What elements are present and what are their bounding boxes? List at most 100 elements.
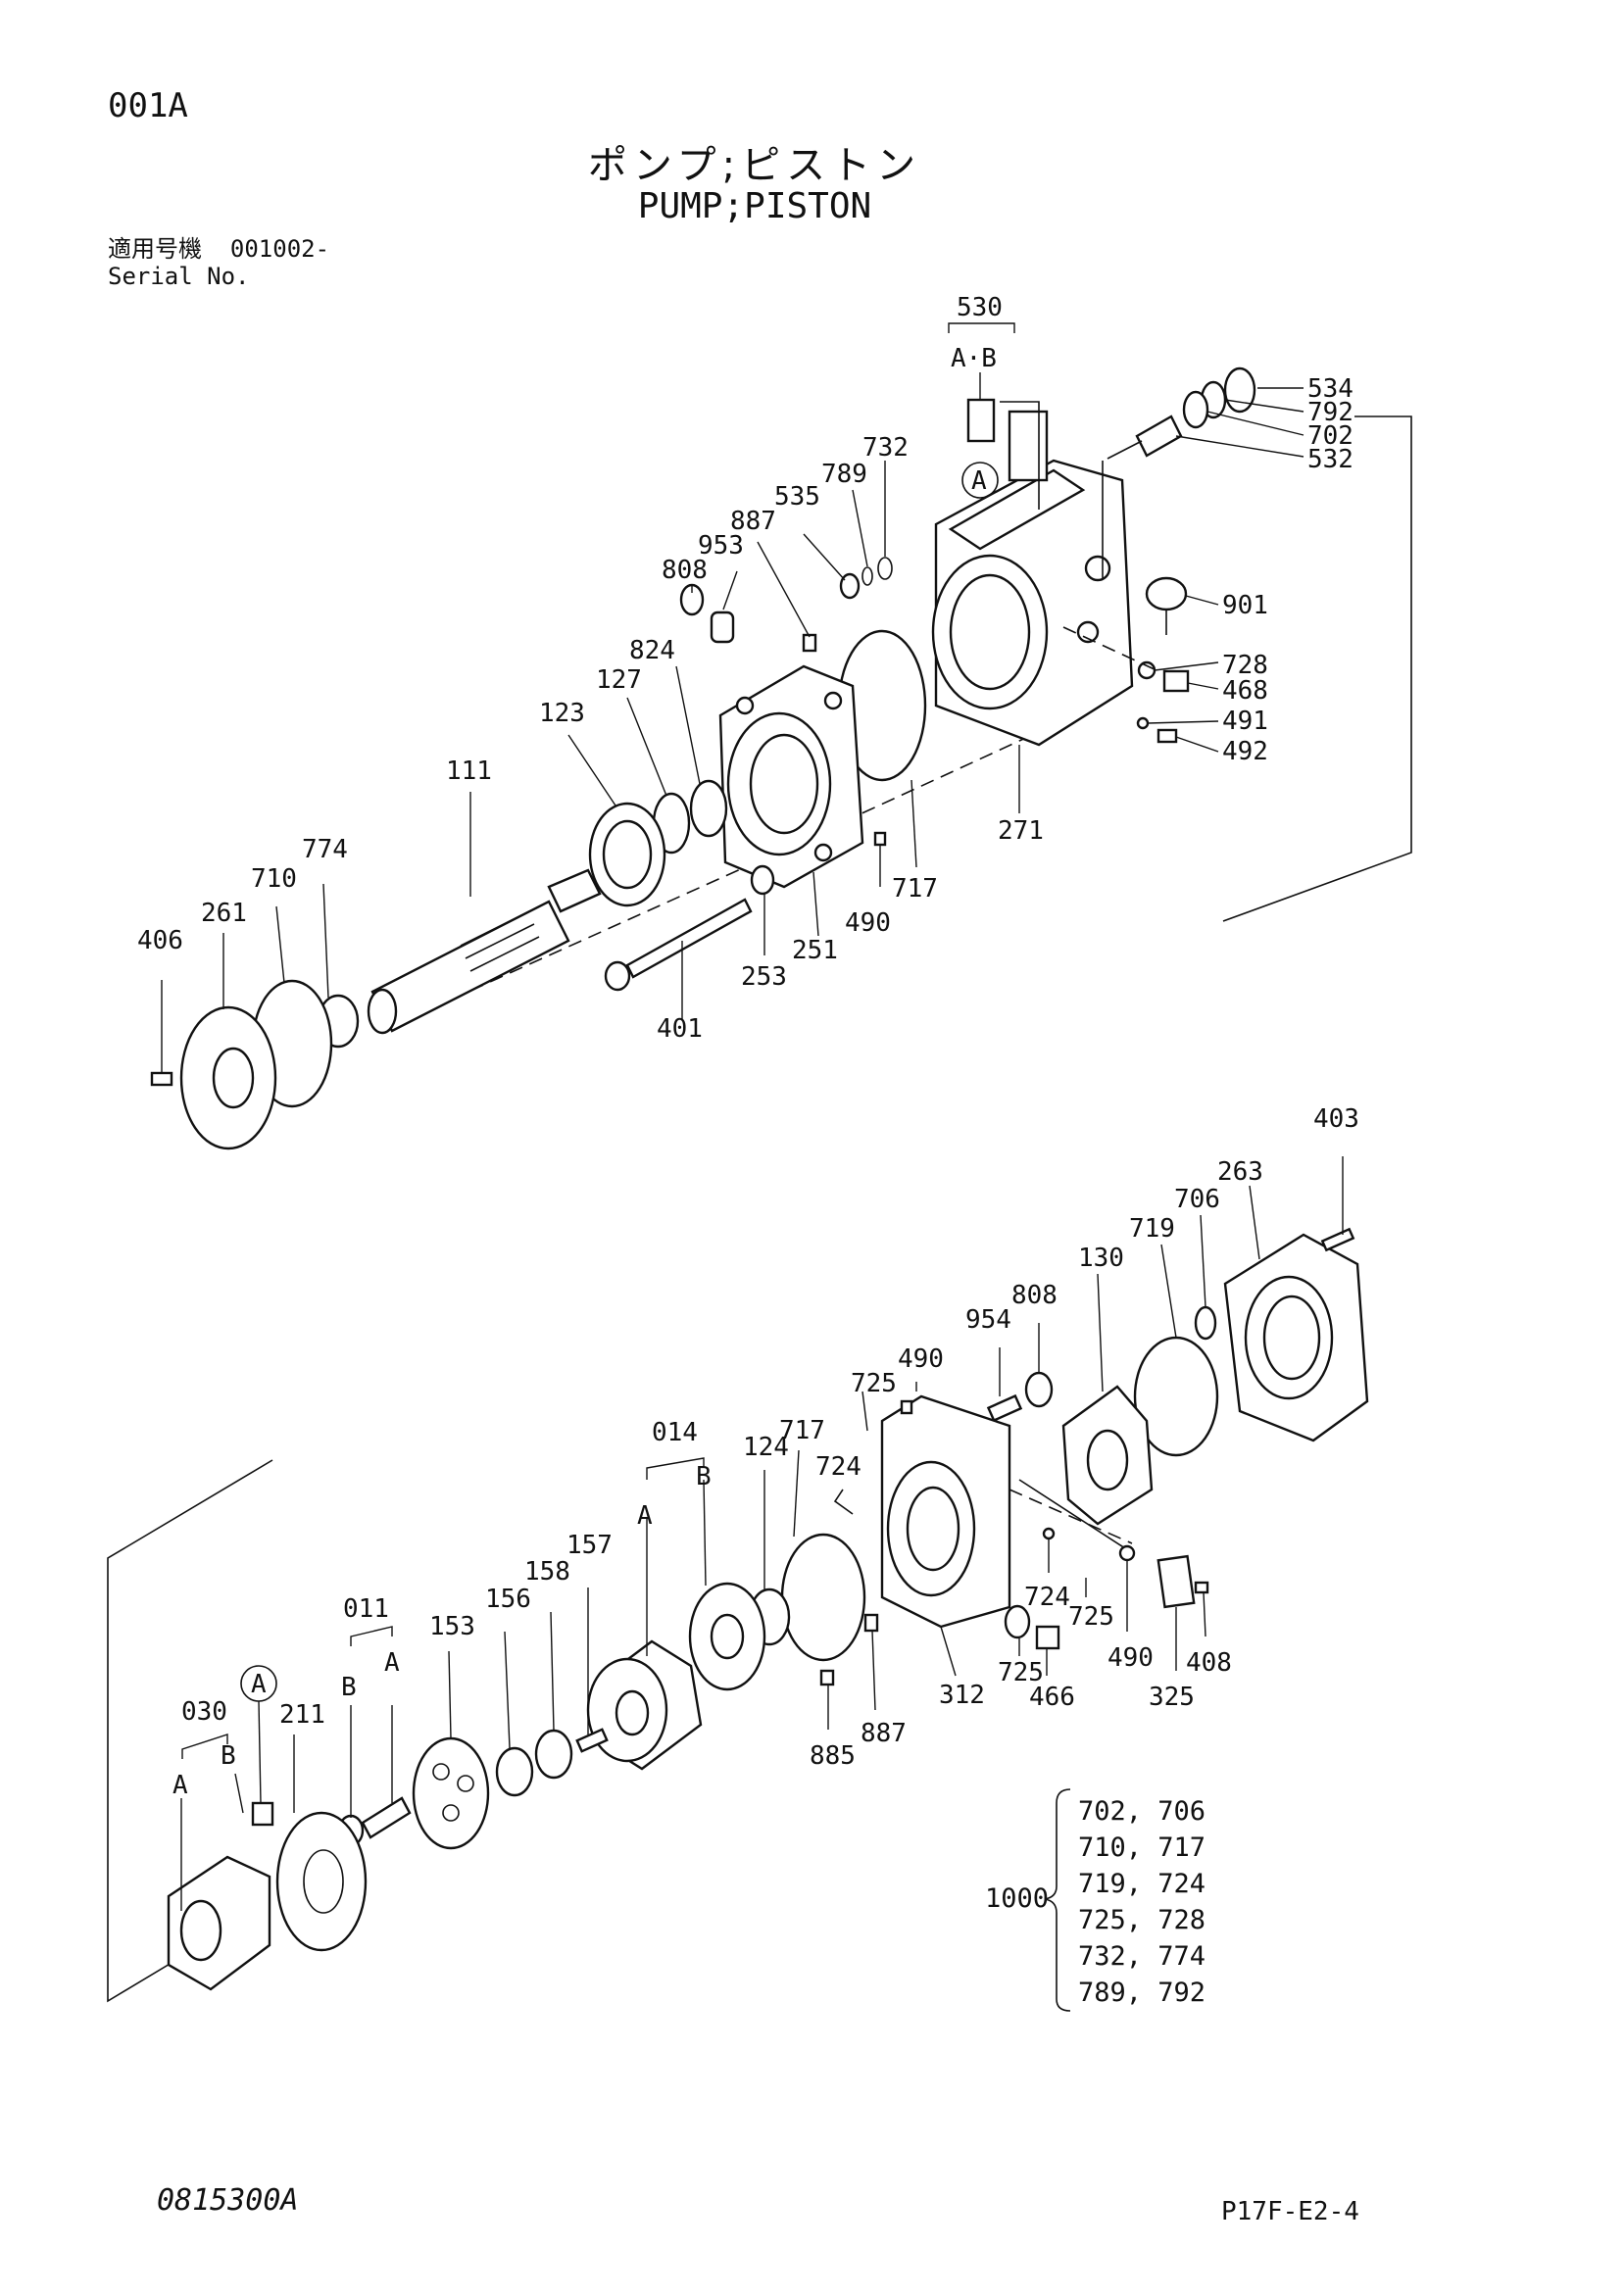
o-ring-725 bbox=[1004, 1604, 1031, 1639]
callout-717-upper: 717 bbox=[892, 874, 938, 904]
page-reference: P17F-E2-4 bbox=[1221, 2197, 1359, 2226]
callout-954: 954 bbox=[965, 1305, 1011, 1335]
pin-887-lower bbox=[863, 1613, 879, 1633]
washer-253 bbox=[750, 864, 775, 896]
seal-535 bbox=[839, 572, 861, 600]
callout-808-upper: 808 bbox=[662, 556, 708, 585]
callout-124: 124 bbox=[743, 1433, 789, 1462]
callout-123: 123 bbox=[539, 699, 585, 728]
kit-row: 732, 774 bbox=[1078, 1941, 1206, 1972]
seal-706 bbox=[1194, 1305, 1217, 1341]
callout-702: 702 bbox=[1307, 421, 1353, 451]
callout-271: 271 bbox=[998, 816, 1044, 846]
callout-403: 403 bbox=[1313, 1104, 1359, 1134]
ring-789 bbox=[861, 566, 873, 586]
o-ring-728 bbox=[1137, 660, 1156, 680]
callout-535: 535 bbox=[774, 482, 820, 512]
cover-263 bbox=[1223, 1233, 1369, 1442]
callout-127: 127 bbox=[596, 665, 642, 695]
callout-887-lower: 887 bbox=[861, 1719, 907, 1748]
callout-014: 014 bbox=[652, 1418, 698, 1447]
callout-a-030: A bbox=[172, 1771, 188, 1800]
kit-list: 702, 706 710, 717 719, 724 725, 728 732,… bbox=[1078, 1793, 1206, 2011]
shaft-axis-line bbox=[450, 866, 746, 1001]
ring-724-right bbox=[1042, 1527, 1056, 1540]
callout-530: 530 bbox=[957, 293, 1003, 322]
support-030 bbox=[167, 1801, 274, 1991]
bolt-401 bbox=[604, 898, 753, 992]
part-492 bbox=[1156, 728, 1178, 744]
callout-792: 792 bbox=[1307, 398, 1353, 427]
valve-plate-014 bbox=[688, 1582, 766, 1691]
callout-a-bottom: A bbox=[251, 1670, 267, 1699]
callout-466: 466 bbox=[1029, 1683, 1075, 1712]
serial-label-en: Serial No. bbox=[108, 263, 250, 290]
callout-490-lower: 490 bbox=[898, 1344, 944, 1374]
callout-491: 491 bbox=[1222, 707, 1268, 736]
cylinder-block bbox=[586, 1639, 703, 1771]
shaft-111 bbox=[367, 868, 602, 1035]
callout-732: 732 bbox=[862, 433, 909, 463]
callout-901: 901 bbox=[1222, 591, 1268, 620]
callout-253: 253 bbox=[741, 962, 787, 992]
spherical-bush-156 bbox=[495, 1746, 534, 1797]
callout-789: 789 bbox=[821, 460, 867, 489]
kit-row: 719, 724 bbox=[1078, 1869, 1206, 1899]
o-ring-717-lower bbox=[780, 1533, 866, 1662]
ring-732 bbox=[877, 557, 893, 580]
flange-251 bbox=[718, 664, 864, 889]
title-japanese: ポンプ;ピストン bbox=[587, 143, 922, 188]
callout-724-right: 724 bbox=[1024, 1583, 1070, 1612]
port-adapter-530 bbox=[966, 398, 996, 443]
callout-labels: 530 A·B A 534 792 702 532 732 789 535 88… bbox=[137, 293, 1359, 1800]
callout-706: 706 bbox=[1174, 1185, 1220, 1214]
callout-885: 885 bbox=[810, 1741, 856, 1771]
callout-130: 130 bbox=[1078, 1244, 1124, 1273]
part-490-upper bbox=[873, 831, 887, 847]
kit-brace bbox=[1044, 1788, 1071, 2012]
cover-261 bbox=[179, 1005, 277, 1150]
callout-406: 406 bbox=[137, 926, 183, 955]
kit-row: 725, 728 bbox=[1078, 1905, 1206, 1935]
callout-725-right: 725 bbox=[1068, 1602, 1114, 1632]
kit-row: 702, 706 bbox=[1078, 1796, 1206, 1827]
kit-row: 710, 717 bbox=[1078, 1832, 1206, 1863]
callout-490-right: 490 bbox=[1107, 1643, 1154, 1673]
page-code: 001A bbox=[108, 86, 188, 125]
callout-725-bottom: 725 bbox=[998, 1658, 1044, 1687]
callout-261: 261 bbox=[201, 899, 247, 928]
serial-value: 001002- bbox=[229, 235, 330, 263]
callout-724-left: 724 bbox=[815, 1452, 861, 1482]
frame-line-upper bbox=[1222, 415, 1412, 922]
callout-157: 157 bbox=[566, 1531, 613, 1560]
callout-a-b: A·B bbox=[951, 344, 997, 373]
callout-211: 211 bbox=[279, 1700, 325, 1730]
bearing-123 bbox=[588, 802, 666, 907]
callout-728: 728 bbox=[1222, 651, 1268, 680]
callout-824: 824 bbox=[629, 636, 675, 665]
ref-circle-A-top bbox=[961, 462, 999, 499]
screw-408 bbox=[1194, 1581, 1209, 1594]
bracket-011 bbox=[350, 1626, 393, 1646]
kit-number: 1000 bbox=[985, 1883, 1050, 1914]
bolt-403 bbox=[1320, 1227, 1355, 1252]
set-screw-954 bbox=[986, 1393, 1023, 1423]
callout-b-014: B bbox=[696, 1462, 712, 1491]
callout-b-030: B bbox=[221, 1741, 236, 1771]
retaining-ring-824 bbox=[689, 779, 728, 838]
callout-111: 111 bbox=[446, 757, 492, 786]
part-491 bbox=[1136, 716, 1150, 730]
bracket-014 bbox=[646, 1457, 705, 1480]
callout-030: 030 bbox=[181, 1697, 227, 1727]
cover-plate-325 bbox=[1156, 1554, 1196, 1609]
callout-717-lower: 717 bbox=[779, 1416, 825, 1445]
callout-490-upper: 490 bbox=[845, 908, 891, 938]
callout-408: 408 bbox=[1186, 1648, 1232, 1678]
callout-251: 251 bbox=[792, 936, 838, 965]
plug-466 bbox=[1035, 1625, 1060, 1650]
callout-492: 492 bbox=[1222, 737, 1268, 766]
callout-774: 774 bbox=[302, 835, 348, 864]
frame-line-lower bbox=[107, 1459, 273, 2003]
drawing-number: 0815300A bbox=[157, 2183, 299, 2218]
